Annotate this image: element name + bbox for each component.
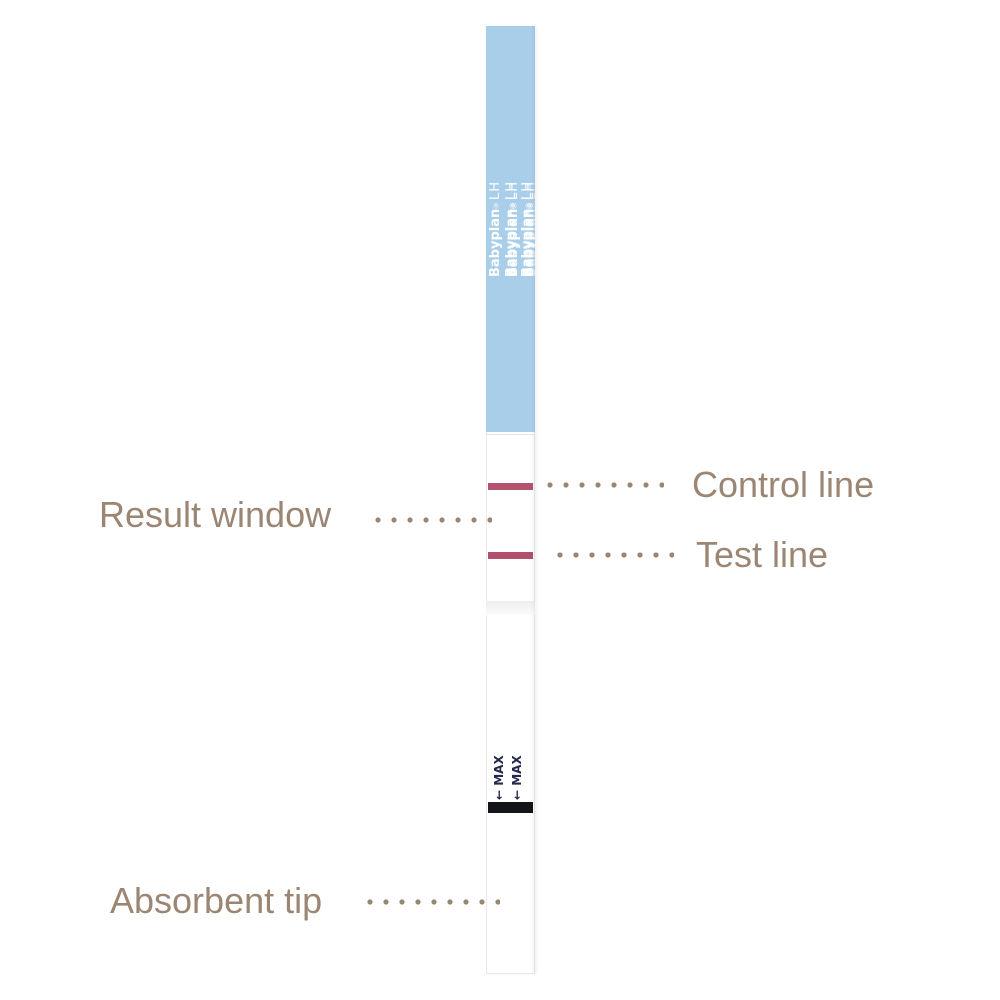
brand-name-text: Babyplan	[506, 208, 521, 277]
strip-edge-shading	[531, 26, 535, 974]
registered-mark: ®	[492, 200, 500, 209]
control-line-band	[488, 483, 533, 490]
max-marker-label: ← MAX	[492, 755, 506, 800]
absorbent-tip-label: Absorbent tip	[110, 880, 323, 921]
sample-pad-edge	[486, 601, 535, 615]
control-line-label: Control line	[692, 464, 875, 505]
result-window-leader	[370, 517, 492, 523]
test-line-leader	[552, 552, 674, 558]
control-line-leader	[542, 482, 664, 488]
result-window-label: Result window	[99, 494, 332, 535]
brand-name-text: Babyplan	[488, 208, 503, 277]
brand-text: Babyplan®LH	[506, 181, 521, 277]
test-line-label: Test line	[696, 534, 829, 575]
test-line-band	[488, 552, 533, 559]
absorbent-tip-leader	[362, 899, 500, 905]
brand-suffix-text: LH	[488, 181, 503, 201]
registered-mark: ®	[510, 200, 518, 209]
result-window-edge	[486, 434, 535, 435]
brand-suffix-text: LH	[506, 181, 521, 201]
brand-text: Babyplan®LH	[488, 181, 503, 277]
max-indicator-bar	[488, 802, 533, 813]
max-marker-label: ← MAX	[510, 755, 524, 800]
